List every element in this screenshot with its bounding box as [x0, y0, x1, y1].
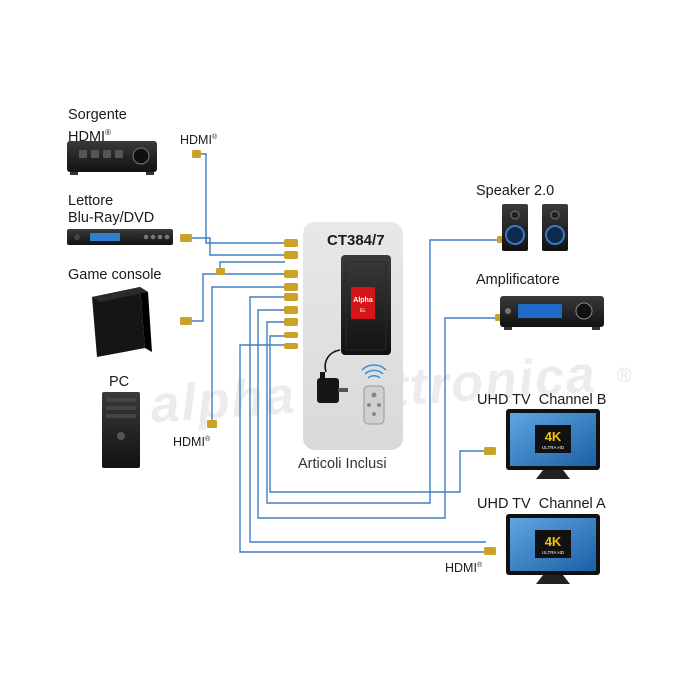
power-adapter-icon [317, 349, 348, 403]
source-label-pc: PC [109, 374, 130, 390]
output-label-amplifier: Amplificatore [476, 272, 560, 288]
hdmi-cable-label-top: HDMI® [180, 133, 217, 147]
source-label-line2: HDMI [68, 129, 106, 145]
av-receiver-icon [67, 141, 157, 175]
included-items-label: Articoli Inclusi [298, 456, 387, 472]
output-label-speaker: Speaker 2.0 [476, 183, 555, 199]
registered-mark: ® [204, 436, 211, 443]
registered-mark: ® [476, 562, 483, 569]
hdmi-text: HDMI [445, 561, 477, 575]
source-label-line1: Sorgente [68, 107, 127, 123]
speaker-icon [502, 204, 568, 251]
cables [182, 153, 500, 553]
source-label-line1: Lettore [68, 193, 114, 209]
remote-control-icon [361, 364, 387, 425]
svg-text:ULTRA HD: ULTRA HD [542, 550, 565, 555]
source-label-game-console: Game console [68, 267, 162, 283]
switch-connectors [284, 239, 298, 349]
source-label-bluray: Lettore Blu-Ray/DVD [68, 193, 154, 227]
registered-mark: ® [211, 134, 218, 141]
output-label-tv-channel-b: UHD TV Channel B [477, 392, 607, 408]
hdmi-text: HDMI [180, 133, 212, 147]
tv-4k-icon: 4K ULTRA HD [506, 514, 600, 584]
hdmi-text: HDMI [173, 435, 205, 449]
svg-text:4K: 4K [545, 429, 562, 444]
svg-text:4K: 4K [545, 534, 562, 549]
source-connectors [180, 150, 225, 428]
registered-mark: ® [105, 128, 111, 137]
watermark-registered: ® [617, 365, 632, 387]
source-label-hdmi: Sorgente HDMI® [68, 107, 127, 146]
wireless-signal-icon [367, 374, 381, 379]
game-console-icon [92, 287, 152, 357]
product-model-title: CT384/7 [327, 232, 385, 249]
hdmi-cable-label-bottom-right: HDMI® [445, 561, 482, 575]
svg-text:EL: EL [360, 308, 366, 314]
source-label-line2: Blu-Ray/DVD [68, 210, 155, 226]
hdmi-cable-label-bottom-left: HDMI® [173, 435, 210, 449]
output-label-tv-channel-a: UHD TV Channel A [477, 496, 606, 512]
brand-logo [351, 287, 375, 319]
bluray-player-icon [67, 229, 173, 245]
svg-text:Alpha: Alpha [353, 297, 373, 304]
tv-4k-icon: 4K ULTRA HD [506, 409, 600, 479]
pc-tower-icon [102, 392, 140, 468]
switch-device: Alpha EL [341, 255, 391, 355]
svg-text:ULTRA HD: ULTRA HD [542, 445, 565, 450]
amplifier-icon [500, 296, 604, 330]
